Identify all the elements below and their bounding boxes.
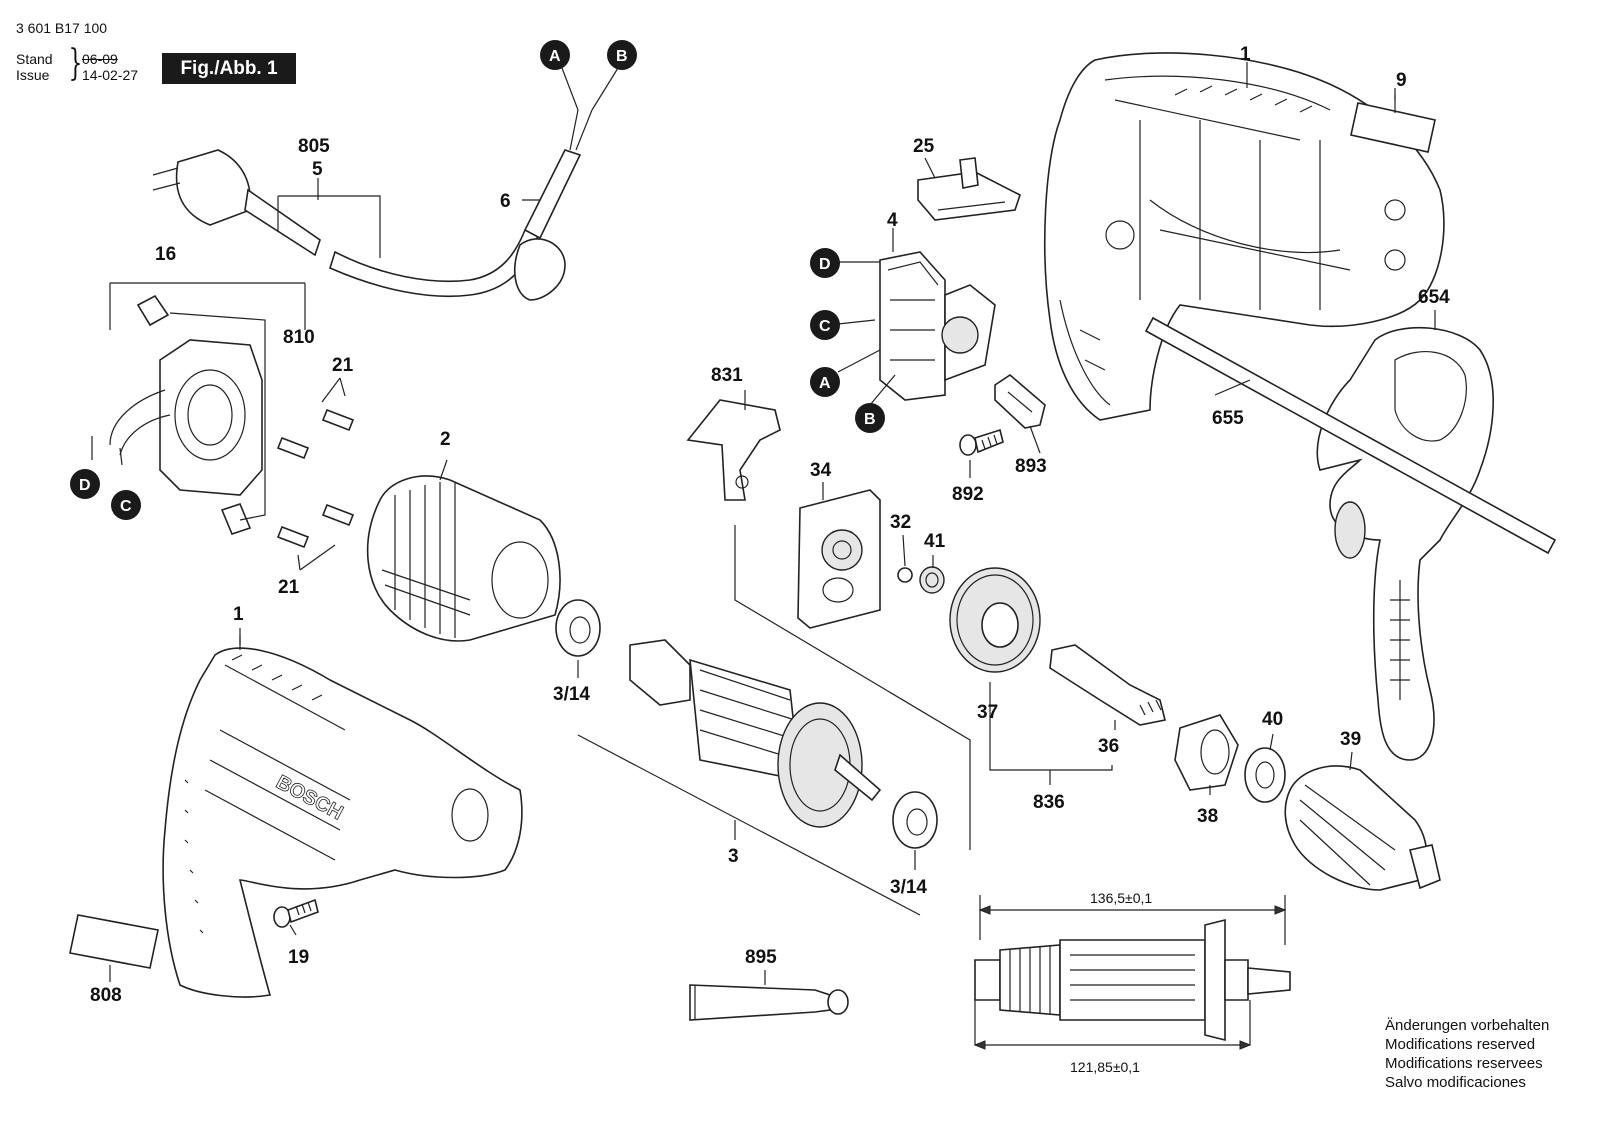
connector-b-switch: B: [864, 411, 876, 428]
chuck-39-drawing: [1284, 765, 1441, 891]
label-3-14-right: 3/14: [890, 877, 927, 898]
notice-line-en: Modifications reserved: [1385, 1036, 1536, 1053]
connector-c-switch: C: [819, 318, 831, 335]
stand-label: Stand: [16, 51, 53, 67]
connector-b-switch-circle: [855, 403, 885, 433]
carbon-brush-top-drawing: [136, 294, 170, 327]
label-654: 654: [1418, 287, 1450, 308]
depth-rod-drawing: [1144, 316, 1557, 555]
connector-c-brush: C: [120, 498, 132, 515]
switch-slider-drawing: [917, 157, 1021, 221]
label-1-bottom: 1: [233, 604, 244, 625]
brace-glyph: }: [68, 43, 83, 84]
label-893: 893: [1015, 456, 1047, 477]
label-16: 16: [155, 244, 176, 265]
label-40: 40: [1262, 709, 1283, 730]
bushing-41-drawing: [919, 566, 945, 594]
label-tag-808-drawing: [69, 914, 159, 969]
washer-40-drawing: [1244, 747, 1286, 803]
pins-21-drawing: [276, 408, 355, 549]
label-19: 19: [288, 947, 309, 968]
label-25: 25: [913, 136, 935, 157]
screw-19-drawing: [273, 898, 319, 928]
label-9: 9: [1396, 70, 1407, 91]
connector-d-brush: D: [79, 477, 91, 494]
gear-37-drawing: [949, 567, 1041, 673]
label-805: 805: [298, 136, 330, 157]
label-892: 892: [952, 484, 984, 505]
grease-tube-drawing: [689, 984, 849, 1021]
bearing-plate-drawing: [797, 489, 881, 629]
modification-notice: Änderungen vorbehalten Modifications res…: [1385, 1016, 1549, 1092]
label-5: 5: [312, 159, 323, 180]
label-32: 32: [890, 512, 911, 533]
dimension-bottom-text: 121,85±0,1: [1070, 1059, 1140, 1075]
connector-d-brush-circle: [70, 469, 100, 499]
label-6: 6: [500, 191, 511, 212]
label-3-14-left: 3/14: [553, 684, 590, 705]
label-808: 808: [90, 985, 122, 1006]
connector-b-top-circle: [607, 40, 637, 70]
auxiliary-handle-drawing: [1316, 326, 1494, 761]
notice-line-es: Salvo modificaciones: [1385, 1074, 1526, 1091]
label-810: 810: [283, 327, 315, 348]
label-831: 831: [711, 365, 743, 386]
bearing-left-drawing: [555, 599, 601, 657]
label-4: 4: [887, 210, 898, 231]
armature-dimension-drawing: 136,5±0,1 121,85±0,1: [973, 890, 1291, 1075]
leader-lines: [109, 62, 1436, 985]
ball-32-drawing: [897, 567, 913, 583]
label-3: 3: [728, 846, 739, 867]
bearing-right-drawing: [892, 791, 938, 849]
screw-892-drawing: [959, 428, 1004, 456]
label-37: 37: [977, 702, 998, 723]
collar-38-drawing: [1174, 714, 1239, 791]
issue-label: Issue: [16, 67, 50, 83]
brush-holder-drawing: [91, 339, 263, 496]
connector-markers: A B D C A B D C: [70, 40, 885, 520]
field-stator-drawing: [366, 475, 561, 642]
connector-b-top: B: [616, 48, 628, 65]
label-655: 655: [1212, 408, 1244, 429]
label-39: 39: [1340, 729, 1361, 750]
document-number: 3 601 B17 100: [16, 20, 108, 36]
notice-line-de: Änderungen vorbehalten: [1385, 1017, 1550, 1034]
label-21-bottom: 21: [278, 577, 300, 598]
power-cord-drawing: [152, 109, 593, 301]
label-34: 34: [810, 460, 832, 481]
spindle-36-drawing: [1049, 644, 1166, 726]
connector-a-top: A: [549, 48, 561, 65]
connector-a-switch-circle: [810, 367, 840, 397]
dimension-top-text: 136,5±0,1: [1090, 890, 1152, 906]
label-1-top: 1: [1240, 44, 1251, 65]
label-38: 38: [1197, 806, 1218, 827]
armature-drawing: [629, 639, 882, 828]
label-41: 41: [924, 531, 946, 552]
switch-drawing: [879, 251, 996, 401]
connector-a-switch: A: [819, 375, 831, 392]
connector-d-switch: D: [819, 256, 831, 273]
issue-date: 14-02-27: [82, 67, 139, 83]
label-836: 836: [1033, 792, 1065, 813]
label-895: 895: [745, 947, 777, 968]
connector-c-switch-circle: [810, 310, 840, 340]
cable-clamp-drawing: [994, 373, 1046, 429]
housing-assembled-drawing: BOSCH: [162, 647, 523, 998]
connector-c-brush-circle: [111, 490, 141, 520]
label-21-top: 21: [332, 355, 354, 376]
housing-half-drawing: [1044, 52, 1445, 421]
part-number-labels: 1 9 654 655 25 4 893 892 805 5 6 16 810 …: [90, 44, 1450, 1006]
notice-line-fr: Modifications reservees: [1385, 1055, 1543, 1072]
carbon-brush-bottom-drawing: [220, 503, 252, 535]
connector-a-top-circle: [540, 40, 570, 70]
connector-d-switch-circle: [810, 248, 840, 278]
cover-831-drawing: [686, 399, 781, 501]
label-36: 36: [1098, 736, 1119, 757]
label-2: 2: [440, 429, 451, 450]
figure-badge: Fig./Abb. 1: [162, 53, 296, 84]
stand-date: 06-09: [82, 51, 118, 67]
